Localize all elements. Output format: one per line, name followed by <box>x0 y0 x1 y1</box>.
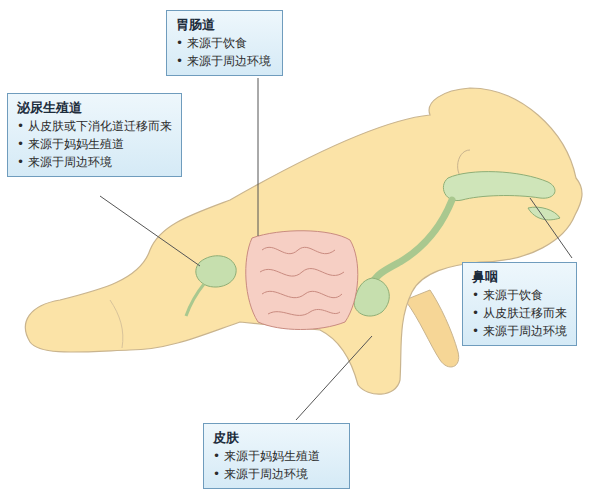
leg-crease <box>110 300 123 348</box>
intestines <box>246 231 358 330</box>
box-heading: 皮肤 <box>213 428 340 447</box>
leader-line <box>258 78 259 236</box>
bullet-item: • 来源于周边环境 <box>176 52 273 70</box>
box-heading: 泌尿生殖道 <box>17 98 172 117</box>
urethra <box>186 284 204 316</box>
bullet-item: • 来源于饮食 <box>176 34 273 52</box>
box-heading: 胃肠道 <box>176 15 273 34</box>
callout-box: 皮肤• 来源于妈妈生殖道• 来源于周边环境 <box>203 423 350 489</box>
bullet-item: • 来源于周边环境 <box>17 153 172 171</box>
far-arm <box>405 290 459 367</box>
bullet-item: • 来源于周边环境 <box>472 322 567 340</box>
bullet-item: • 从皮肤或下消化道迁移而来 <box>17 117 172 135</box>
bullet-item: • 来源于妈妈生殖道 <box>213 447 340 465</box>
bullet-item: • 来源于妈妈生殖道 <box>17 135 172 153</box>
box-heading: 鼻咽 <box>472 267 567 286</box>
callout-box: 泌尿生殖道• 从皮肤或下消化道迁移而来• 来源于妈妈生殖道• 来源于周边环境 <box>7 93 182 177</box>
bullet-item: • 从皮肤迁移而来 <box>472 304 567 322</box>
leader-line <box>530 198 572 258</box>
callout-box: 胃肠道• 来源于饮食• 来源于周边环境 <box>166 10 283 76</box>
callout-box: 鼻咽• 来源于饮食• 从皮肤迁移而来• 来源于周边环境 <box>462 262 577 346</box>
esophagus <box>372 200 452 285</box>
leader-line <box>296 336 372 420</box>
bullet-item: • 来源于周边环境 <box>213 465 340 483</box>
nasal-cavity <box>443 172 555 201</box>
bullet-item: • 来源于饮食 <box>472 286 567 304</box>
leader-line <box>100 196 200 266</box>
stomach <box>354 278 389 316</box>
bladder <box>196 256 236 287</box>
intestine-coils <box>260 247 344 315</box>
